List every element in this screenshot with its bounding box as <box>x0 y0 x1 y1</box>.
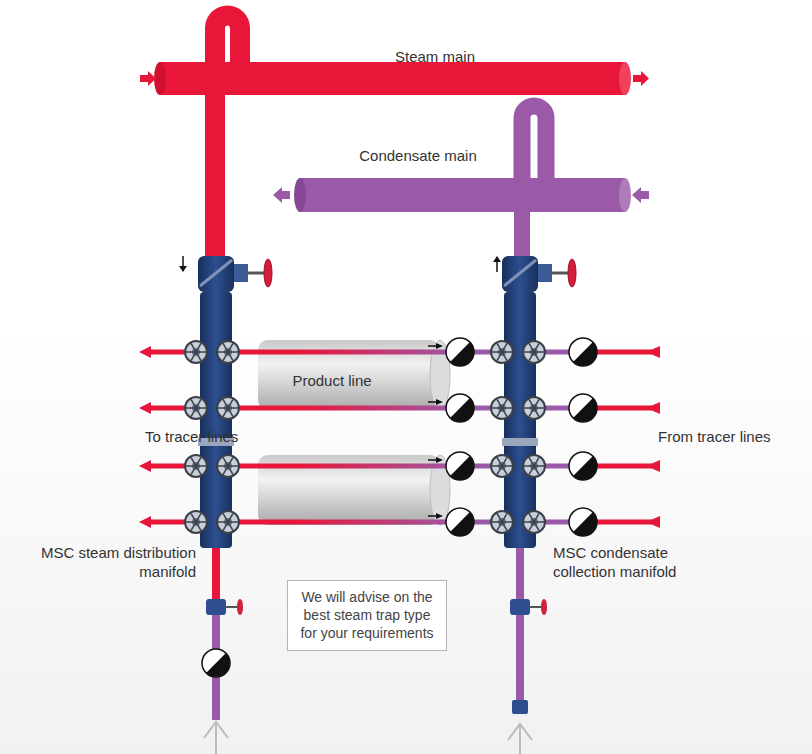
steam-trap-symbol <box>446 338 474 366</box>
tracer-return <box>597 350 652 355</box>
handwheel-valve <box>491 455 513 477</box>
steam-trap-symbol <box>569 452 597 480</box>
stop-valve <box>206 599 243 615</box>
steam-trap-symbol <box>569 508 597 536</box>
arrowhead <box>646 402 660 414</box>
handwheel-valve <box>217 511 239 533</box>
tracer-line <box>232 520 446 525</box>
handwheel-valve <box>491 511 513 533</box>
note-text: We will advise on the best steam trap ty… <box>296 588 438 643</box>
tracer-line <box>232 350 446 355</box>
arrowhead <box>139 346 151 358</box>
handwheel-valve <box>523 511 545 533</box>
handwheel-valve <box>491 341 513 363</box>
arrowhead <box>646 460 660 472</box>
flow-label: From tracer lines <box>658 428 798 447</box>
flow-arrow <box>436 457 443 463</box>
arrowhead <box>139 460 151 472</box>
arrowhead <box>139 516 151 528</box>
tracer-return <box>597 406 652 411</box>
steam-trap-symbol <box>569 394 597 422</box>
handwheel-valve <box>217 341 239 363</box>
arrowhead <box>646 516 660 528</box>
stop-valve <box>510 599 547 615</box>
note-box: We will advise on the best steam trap ty… <box>287 580 447 651</box>
steam-trap-symbol <box>446 508 474 536</box>
pipe-label: Condensate main <box>358 147 478 166</box>
flow-label: To tracer lines <box>145 428 275 447</box>
flow-arrow <box>436 399 443 405</box>
arrowhead <box>139 402 151 414</box>
isolation-valve <box>502 256 576 292</box>
tracer-line <box>232 464 446 469</box>
tracer-line <box>232 406 446 411</box>
pipe-label: Steam main <box>375 48 495 67</box>
handwheel-valve <box>523 397 545 419</box>
pipe-label: Product line <box>282 372 382 391</box>
steam-trap-symbol <box>202 649 230 677</box>
tracer-return <box>597 464 652 469</box>
steam-trap-symbol <box>446 394 474 422</box>
isolation-valve <box>198 256 272 292</box>
steam-trap-symbol <box>446 452 474 480</box>
handwheel-valve <box>185 397 207 419</box>
handwheel-valve <box>185 511 207 533</box>
handwheel-valve <box>217 455 239 477</box>
handwheel-valve <box>491 397 513 419</box>
handwheel-valve <box>185 341 207 363</box>
arrowhead <box>646 346 660 358</box>
handwheel-valve <box>523 455 545 477</box>
manifold-label: MSC condensate collection manifold <box>553 544 703 582</box>
handwheel-valve <box>523 341 545 363</box>
handwheel-valve <box>217 397 239 419</box>
steam-trap-symbol <box>569 338 597 366</box>
flow-arrow <box>436 513 443 519</box>
manifold-label: MSC steam distribution manifold <box>36 544 196 582</box>
handwheel-valve <box>185 455 207 477</box>
tracer-return <box>597 520 652 525</box>
flow-arrow <box>436 343 443 349</box>
